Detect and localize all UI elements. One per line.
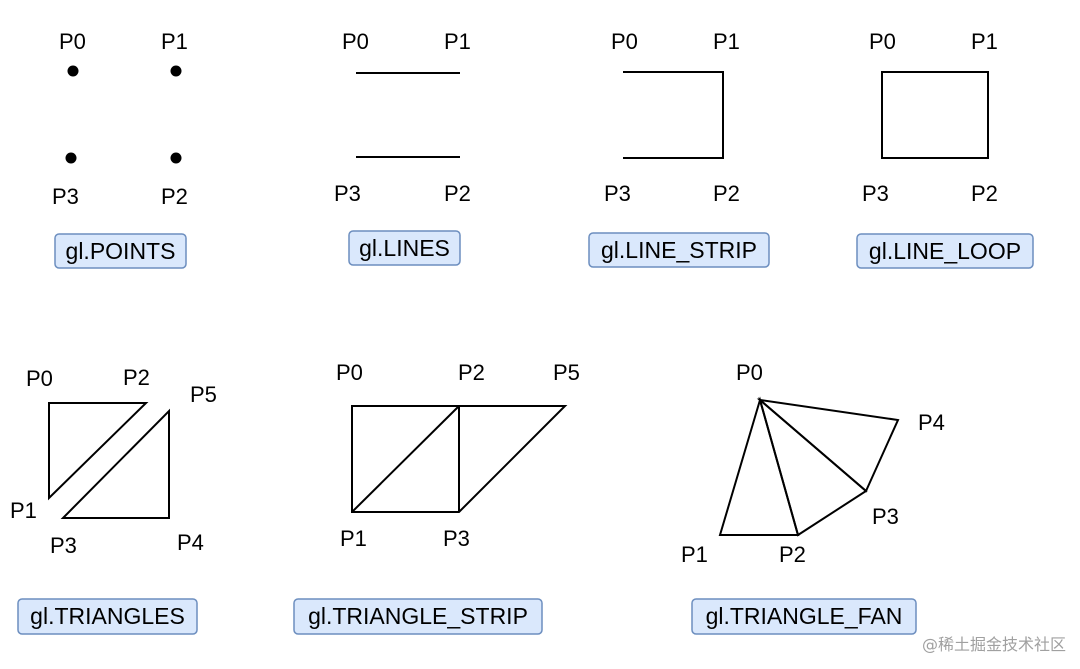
- label-p2: P2: [971, 181, 998, 206]
- label-p5: P5: [190, 382, 217, 407]
- label-p1: P1: [713, 29, 740, 54]
- label-p3: P3: [604, 181, 631, 206]
- triangle-p0-p1-p2: [48, 402, 149, 501]
- caption-box: [293, 598, 543, 635]
- label-p5: P5: [553, 360, 580, 385]
- label-p0: P0: [869, 29, 896, 54]
- vertex-p2: [170, 152, 182, 164]
- label-p0: P0: [342, 29, 369, 54]
- line-loop-path: [881, 71, 989, 159]
- vertex-p0: [67, 65, 79, 77]
- label-p3: P3: [52, 184, 79, 209]
- caption-line-strip: gl.LINE_STRIP: [601, 237, 757, 263]
- label-p4: P4: [177, 530, 204, 555]
- triangle-fan-panel: P0 P1 P2 P3 P4 gl.TRIANGLE_FAN: [681, 360, 945, 635]
- label-p0: P0: [26, 366, 53, 391]
- caption-box: [54, 233, 187, 269]
- caption-box: [588, 232, 770, 268]
- lines-panel: P0 P1 P2 P3 gl.LINES: [334, 29, 471, 266]
- vertex-p1: [170, 65, 182, 77]
- label-p4: P4: [918, 410, 945, 435]
- label-p1: P1: [10, 498, 37, 523]
- label-p2: P2: [123, 365, 150, 390]
- caption-box: [17, 598, 198, 635]
- fan-triangle-p0-p2-p3: [758, 397, 868, 537]
- label-p0: P0: [611, 29, 638, 54]
- caption-triangle-fan: gl.TRIANGLE_FAN: [706, 603, 903, 629]
- line-loop-panel: P0 P1 P2 P3 gl.LINE_LOOP: [856, 29, 1034, 269]
- label-p2: P2: [779, 542, 806, 567]
- triangle-strip-panel: P0 P1 P2 P3 P5 gl.TRIANGLE_STRIP: [293, 360, 580, 635]
- label-p1: P1: [444, 29, 471, 54]
- caption-lines: gl.LINES: [359, 235, 450, 261]
- label-p2: P2: [458, 360, 485, 385]
- caption-line-loop: gl.LINE_LOOP: [869, 238, 1021, 264]
- label-p3: P3: [443, 526, 470, 551]
- label-p3: P3: [862, 181, 889, 206]
- points-panel: P0 P1 P2 P3 gl.POINTS: [52, 29, 188, 269]
- label-p3: P3: [872, 504, 899, 529]
- label-p3: P3: [334, 181, 361, 206]
- triangle-p3-p4-p5: [60, 408, 170, 519]
- label-p2: P2: [444, 181, 471, 206]
- label-p3: P3: [50, 533, 77, 558]
- label-p1: P1: [681, 542, 708, 567]
- label-p0: P0: [59, 29, 86, 54]
- caption-box: [856, 233, 1034, 269]
- caption-points: gl.POINTS: [66, 238, 176, 264]
- caption-box: [348, 230, 461, 266]
- label-p2: P2: [713, 181, 740, 206]
- triangles-panel: P0 P1 P2 P3 P4 P5 gl.TRIANGLES: [10, 365, 217, 635]
- label-p0: P0: [336, 360, 363, 385]
- line-strip-path: [623, 71, 724, 159]
- line-strip-panel: P0 P1 P2 P3 gl.LINE_STRIP: [588, 29, 770, 268]
- fan-triangle-p0-p1-p2: [718, 396, 800, 536]
- label-p0: P0: [736, 360, 763, 385]
- label-p2: P2: [161, 184, 188, 209]
- caption-triangles: gl.TRIANGLES: [30, 603, 185, 629]
- label-p1: P1: [340, 526, 367, 551]
- label-p1: P1: [161, 29, 188, 54]
- watermark: @稀土掘金技术社区: [921, 635, 1066, 654]
- strip-edge-p1-p2: [351, 405, 460, 513]
- caption-triangle-strip: gl.TRIANGLE_STRIP: [308, 603, 528, 629]
- fan-triangle-p0-p3-p4: [756, 398, 900, 493]
- label-p1: P1: [971, 29, 998, 54]
- vertex-p3: [65, 152, 77, 164]
- caption-box: [691, 598, 917, 635]
